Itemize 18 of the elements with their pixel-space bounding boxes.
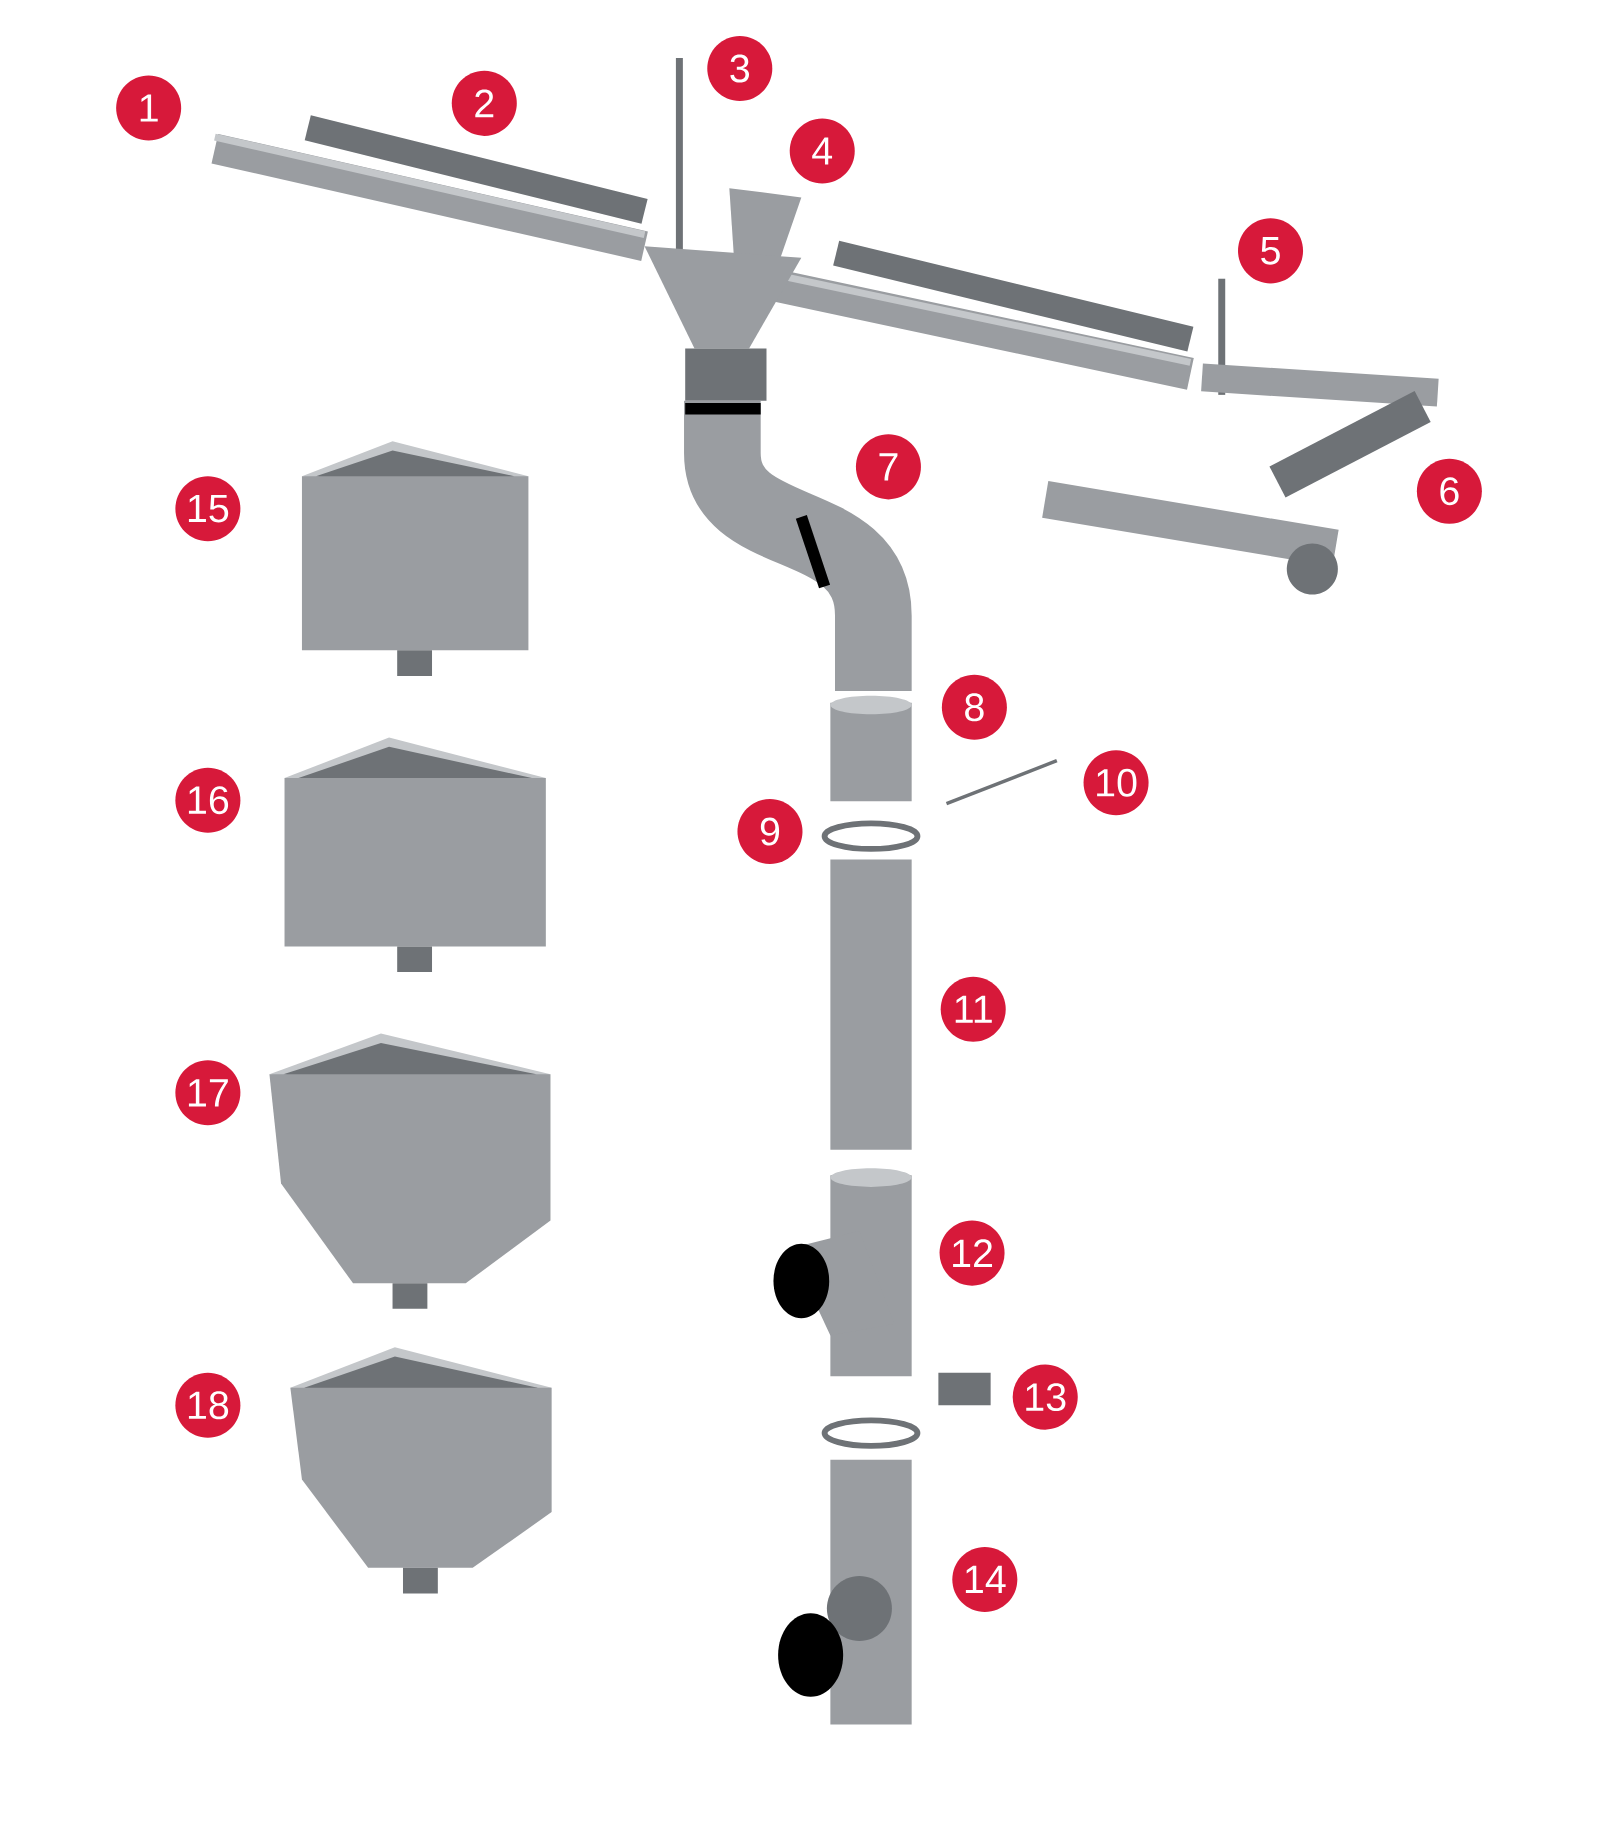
callout-number: 4 [789,118,855,184]
callout-number: 18 [175,1372,241,1438]
callout-number: 7 [855,434,921,500]
callout-number: 12 [939,1220,1005,1286]
callout-number: 9 [737,799,803,865]
callout-number: 17 [175,1060,241,1126]
callout-number: 6 [1416,458,1482,524]
callout-number: 16 [175,767,241,833]
callout-number: 15 [175,476,241,542]
callout-number: 14 [952,1546,1018,1612]
callout-number: 8 [941,674,1007,740]
callout-number: 2 [451,70,517,136]
callout-number: 1 [116,75,181,141]
callout-number: 3 [707,36,773,102]
callout-number: 5 [1237,218,1303,284]
callout-number: 10 [1083,750,1149,816]
callout-number: 11 [940,976,1006,1042]
callout-number: 13 [1012,1364,1078,1430]
